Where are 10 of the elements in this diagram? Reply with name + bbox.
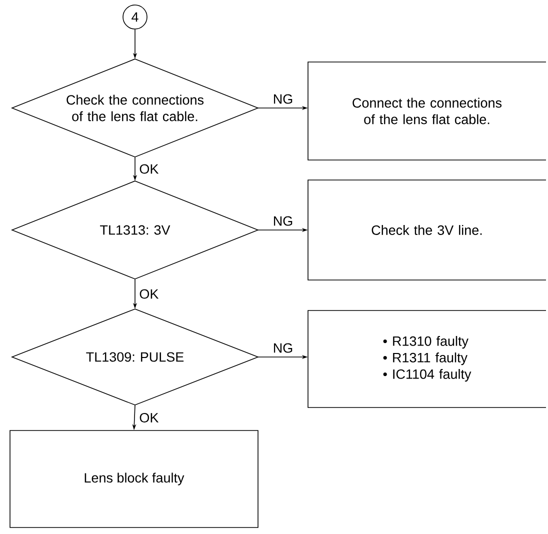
edge-label: NG — [272, 215, 294, 227]
edge-label: OK — [138, 288, 160, 300]
edge-label: OK — [138, 163, 160, 175]
edge-label: OK — [138, 412, 160, 424]
edge-label: NG — [272, 93, 294, 105]
process-box: Check the 3V line. — [308, 180, 546, 280]
process-box: Lens block faulty — [10, 430, 258, 528]
edge-label: NG — [272, 342, 294, 354]
process-box: Connect the connections of the lens flat cable. — [308, 62, 546, 160]
process-box: • R1310 faulty • R1311 faulty • IC1104 faulty — [308, 310, 546, 408]
